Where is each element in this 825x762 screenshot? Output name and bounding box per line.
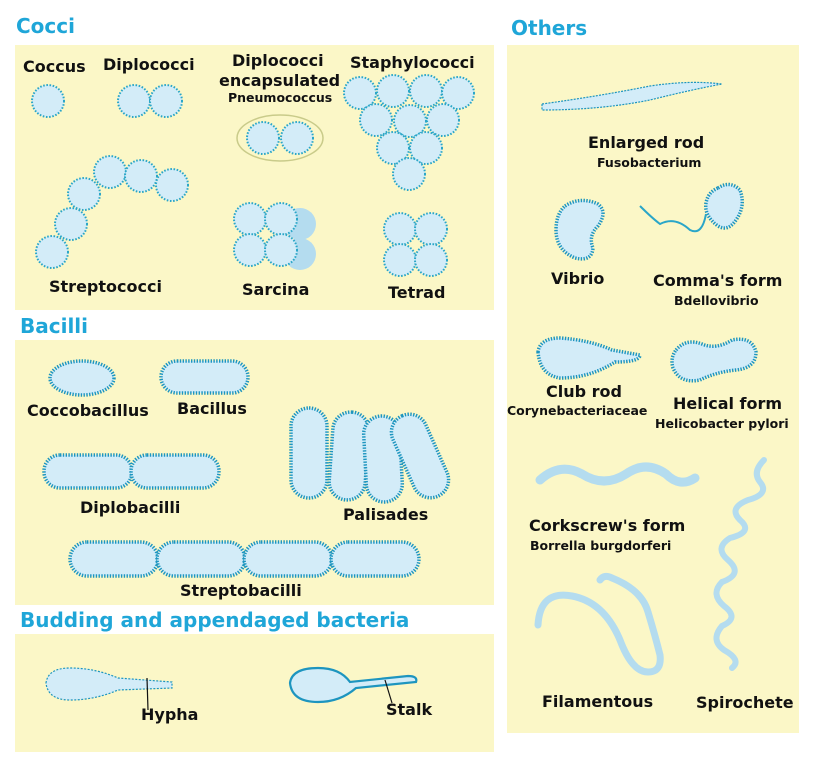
filamentous-label: Filamentous xyxy=(542,692,654,711)
streptobacilli-label: Streptobacilli xyxy=(180,581,302,600)
sarcina-cells xyxy=(233,202,316,270)
vibrio-label: Vibrio xyxy=(551,269,605,288)
pneumococcus-cells xyxy=(236,114,324,162)
pneumococcus-label: Pneumococcus xyxy=(228,90,333,105)
tetrad-label: Tetrad xyxy=(388,283,446,302)
palisades-label: Palisades xyxy=(343,505,429,524)
diplococci-encapsulated-label-2: encapsulated xyxy=(219,71,341,90)
filamentous-cell xyxy=(534,572,664,676)
borrelia-label: Borrella burgdorferi xyxy=(530,538,672,553)
stalk-label: Stalk xyxy=(386,700,433,719)
helical-form-cell xyxy=(670,337,758,383)
commas-form-cell xyxy=(639,182,744,233)
spirochete-label: Spirochete xyxy=(696,693,794,712)
bacilli-heading: Bacilli xyxy=(20,314,89,338)
vibrio-cell xyxy=(554,198,605,261)
staphylococci-label: Staphylococci xyxy=(350,53,475,72)
helicobacter-pylori-label: Helicobacter pylori xyxy=(655,416,789,431)
diplococci-cells xyxy=(117,84,183,118)
cocci-heading: Cocci xyxy=(16,14,75,38)
corynebacteriaceae-label: Corynebacteriaceae xyxy=(507,403,648,418)
streptobacilli-cells xyxy=(68,540,421,578)
enlarged-rod-label: Enlarged rod xyxy=(588,133,705,152)
club-rod-cell xyxy=(536,336,642,380)
corkscrew-form-cell xyxy=(535,462,700,487)
palisades-cells xyxy=(289,406,451,504)
bdellovibrio-label: Bdellovibrio xyxy=(674,293,759,308)
corkscrews-form-label: Corkscrew's form xyxy=(529,516,686,535)
helical-form-label: Helical form xyxy=(673,394,783,413)
fusobacterium-label: Fusobacterium xyxy=(597,155,702,170)
budding-heading: Budding and appendaged bacteria xyxy=(20,608,410,632)
tetrad-cells xyxy=(383,212,448,277)
coccobacillus-cell xyxy=(48,359,116,397)
streptococci-cells xyxy=(35,155,189,269)
diplobacilli-cells xyxy=(42,453,221,490)
others-heading: Others xyxy=(511,16,588,40)
bacillus-cell xyxy=(159,359,250,395)
diplococci-label: Diplococci xyxy=(103,55,195,74)
diplobacilli-label: Diplobacilli xyxy=(80,498,181,517)
coccus-cell xyxy=(31,84,65,118)
stalk-cell xyxy=(288,666,418,704)
sarcina-label: Sarcina xyxy=(242,280,310,299)
spirochete-cell xyxy=(713,457,767,671)
streptococci-label: Streptococci xyxy=(49,277,162,296)
coccobacillus-label: Coccobacillus xyxy=(27,401,149,420)
club-rod-label: Club rod xyxy=(546,382,622,401)
commas-form-label: Comma's form xyxy=(653,271,783,290)
enlarged-rod-cell xyxy=(541,81,723,111)
bacillus-label: Bacillus xyxy=(177,399,247,418)
hypha-label: Hypha xyxy=(141,705,199,724)
diplococci-encapsulated-label-1: Diplococci xyxy=(232,51,324,70)
staphylococci-cells xyxy=(343,74,475,191)
hypha-cell xyxy=(45,667,173,711)
coccus-label: Coccus xyxy=(23,57,86,76)
